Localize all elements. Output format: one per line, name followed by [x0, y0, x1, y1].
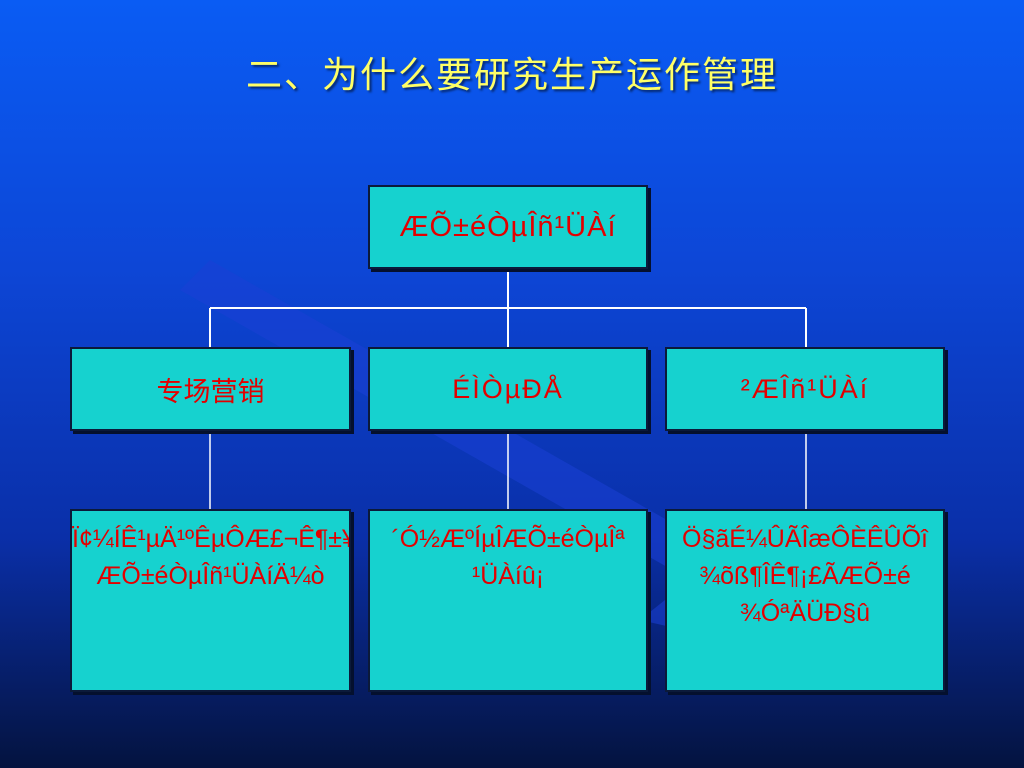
bottom-node-3-line-3: ¾ÓªÄÜÐ§û: [739, 599, 871, 627]
root-node-label: ÆÕ±éÒµÎñ¹ÜÀí: [399, 210, 617, 243]
bottom-node-1-line-2: ÆÕ±éÒµÎñ¹ÜÀíÄ¼ò: [96, 562, 325, 590]
bottom-node-2: ´Ó½ÆºÍµÎÆÕ±éÒµÎª ¹ÜÀíû¡: [368, 509, 648, 692]
middle-node-1: 专场营销: [70, 347, 351, 431]
root-node: ÆÕ±éÒµÎñ¹ÜÀí: [368, 185, 648, 269]
bottom-node-1: Ï¢¼ÍÊ¹µÄ¹ºÊµÔÆ£¬Ê¶±¥ ÆÕ±éÒµÎñ¹ÜÀíÄ¼ò: [70, 509, 351, 692]
bottom-node-3-line-1: Ö§ãÉ¼ÛÃÎæÔÈÊÛÕî: [682, 525, 928, 553]
middle-node-1-label: 专场营销: [156, 376, 265, 407]
middle-node-2: ÉÌÒµÐÅ: [368, 347, 648, 431]
bottom-node-2-line-2: ¹ÜÀíû¡: [471, 562, 545, 590]
middle-node-2-label: ÉÌÒµÐÅ: [452, 373, 564, 404]
middle-node-3-label: ²ÆÎñ¹ÜÀí: [740, 373, 870, 404]
page-title: 二、为什么要研究生产运作管理: [245, 55, 778, 96]
bottom-node-1-line-1: Ï¢¼ÍÊ¹µÄ¹ºÊµÔÆ£¬Ê¶±¥: [72, 525, 349, 553]
bottom-node-3-line-2: ¾õß¶ÎÊ¶¡£ÃÆÕ±é: [699, 562, 911, 590]
bottom-node-3: Ö§ãÉ¼ÛÃÎæÔÈÊÛÕî ¾õß¶ÎÊ¶¡£ÃÆÕ±é ¾ÓªÄÜÐ§û: [665, 509, 945, 692]
bottom-node-2-line-1: ´Ó½ÆºÍµÎÆÕ±éÒµÎª: [391, 525, 625, 553]
middle-node-3: ²ÆÎñ¹ÜÀí: [665, 347, 945, 431]
